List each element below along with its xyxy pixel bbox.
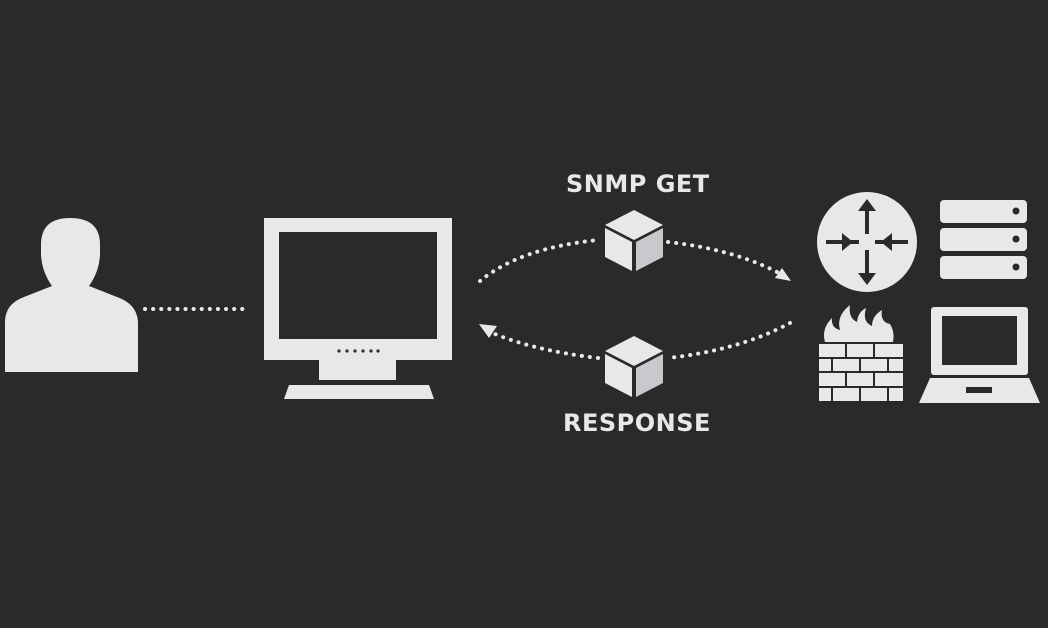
response-label: RESPONSE <box>563 409 711 437</box>
response-arrowhead <box>479 324 497 338</box>
router-icon <box>817 192 917 292</box>
laptop-icon <box>919 307 1040 403</box>
request-arrow <box>478 238 790 283</box>
response-packet-icon <box>605 336 663 397</box>
server-rack-icon <box>940 200 1027 279</box>
user-silhouette-icon <box>5 218 138 372</box>
request-label: SNMP GET <box>566 170 710 198</box>
request-packet-icon <box>605 210 663 271</box>
response-arrow <box>486 321 792 360</box>
request-arrowhead <box>775 268 791 281</box>
desktop-monitor-icon <box>264 218 452 399</box>
firewall-icon <box>817 305 905 403</box>
